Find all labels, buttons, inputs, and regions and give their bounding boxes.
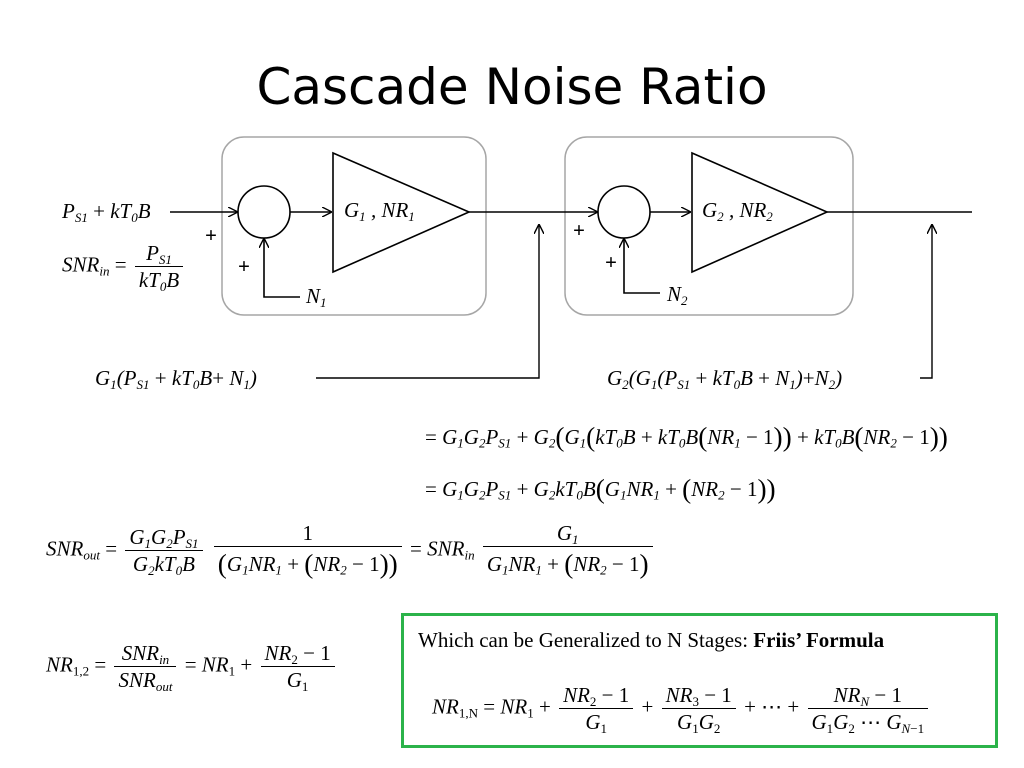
friis-formula-box: Which can be Generalized to N Stages: Fr… — [401, 613, 998, 748]
noise1-label: N1 — [306, 284, 327, 310]
slide-title: Cascade Noise Ratio — [256, 58, 768, 116]
amplifier1-triangle — [332, 151, 471, 274]
friis-caption: Which can be Generalized to N Stages: Fr… — [418, 628, 885, 652]
expansion-line-1: = G1G2PS1 + G2(G1(kT0B + kT0B(NR1 − 1)) … — [425, 422, 948, 452]
plus-sign: + — [238, 254, 250, 278]
input-label: PS1 + kT0B — [62, 199, 151, 225]
plus-sign: + — [573, 218, 585, 242]
plus-sign: + — [605, 250, 617, 274]
stage2-box — [564, 136, 854, 316]
noise2-label: N2 — [667, 282, 688, 308]
stage1-output-label: G1(PS1 + kT0B+ N1) — [95, 366, 257, 392]
noise1-arrow — [264, 239, 300, 298]
plus-sign: + — [205, 223, 217, 247]
stage2-label: G2 , NR2 — [702, 198, 773, 224]
stage1-label: G1 , NR1 — [344, 198, 415, 224]
probe2-arrow — [920, 225, 932, 379]
noise2-arrow — [624, 239, 660, 294]
stage1-box — [221, 136, 487, 316]
summer1 — [237, 185, 291, 239]
expansion-line-2: = G1G2PS1 + G2kT0B(G1NR1 + (NR2 − 1)) — [425, 474, 776, 504]
amplifier2-triangle — [691, 151, 829, 274]
summer2 — [597, 185, 651, 239]
probe1-arrow — [316, 225, 539, 379]
stage2-output-label: G2(G1(PS1 + kT0B + N1)+N2) — [607, 366, 843, 392]
